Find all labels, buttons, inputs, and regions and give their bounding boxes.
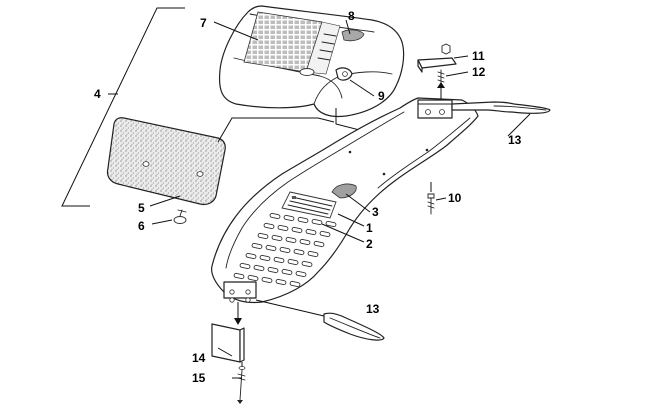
leader-lines <box>149 19 531 379</box>
vent-slot <box>275 278 287 286</box>
vent-slot <box>257 232 269 240</box>
vent-slot <box>233 272 245 280</box>
vent-slot <box>283 214 295 222</box>
vent-slot <box>319 230 331 238</box>
vent-slot <box>291 226 303 234</box>
vent-slot <box>269 212 281 220</box>
vent-slot <box>311 218 323 226</box>
callout-14: 14 <box>192 351 206 365</box>
vent-slot <box>265 244 277 252</box>
vent-slot <box>271 234 283 242</box>
callout-12: 12 <box>472 65 486 79</box>
vent-slot <box>293 248 305 256</box>
callout-10: 10 <box>448 191 462 205</box>
vent-slot <box>287 258 299 266</box>
callout-13-lower: 13 <box>366 302 380 316</box>
vent-slot <box>251 242 263 250</box>
callout-7: 7 <box>200 16 207 30</box>
cover-patch <box>341 29 365 42</box>
lower-latch-pin-icon <box>255 299 385 341</box>
fastener-screw-icon <box>173 209 187 224</box>
vent-slot <box>289 280 301 288</box>
vent-slot <box>273 256 285 264</box>
vent-slot <box>297 216 309 224</box>
vent-slot <box>245 252 257 260</box>
callout-15: 15 <box>192 371 206 385</box>
vent-slot <box>313 240 325 248</box>
callout-3: 3 <box>372 205 379 219</box>
vent-slot <box>295 270 307 278</box>
vent-slot <box>307 250 319 258</box>
vent-slot <box>301 260 313 268</box>
assembly-bracket <box>61 7 185 207</box>
vent-slot <box>279 246 291 254</box>
callout-11: 11 <box>472 49 485 63</box>
base-grey-pad <box>331 183 357 199</box>
callout-5: 5 <box>138 201 145 215</box>
bolt-icon <box>427 182 435 215</box>
vent-slot <box>305 228 317 236</box>
callout-1: 1 <box>366 221 373 235</box>
vent-slot <box>277 224 289 232</box>
callout-labels: 7 8 4 9 11 12 13 10 5 6 3 1 2 13 14 15 <box>94 9 522 385</box>
seat-base-pan-icon <box>211 97 479 304</box>
vent-slot <box>259 254 271 262</box>
callout-6: 6 <box>138 219 145 233</box>
lower-hinge-icon <box>223 281 257 303</box>
vent-slot <box>239 262 251 270</box>
vent-slot <box>285 236 297 244</box>
vent-slot <box>299 238 311 246</box>
latch-pin-icon <box>451 101 551 114</box>
vent-slot <box>253 264 265 272</box>
base-vent-slots <box>233 212 337 288</box>
lower-bracket-icon <box>211 302 246 404</box>
vent-slot <box>281 268 293 276</box>
callout-8: 8 <box>348 9 355 23</box>
seat-foam-pad-icon <box>106 117 226 206</box>
callout-13-upper: 13 <box>508 133 522 147</box>
callout-9: 9 <box>378 89 385 103</box>
vent-slot <box>325 220 337 228</box>
vent-slot <box>247 274 259 282</box>
hinge-bracket-icon <box>417 43 457 119</box>
vent-slot <box>263 222 275 230</box>
callout-2: 2 <box>366 237 373 251</box>
seat-cover-icon <box>218 5 405 118</box>
vent-slot <box>261 276 273 284</box>
vent-slot <box>267 266 279 274</box>
callout-4: 4 <box>94 87 101 101</box>
cover-logo-oval <box>299 68 315 76</box>
